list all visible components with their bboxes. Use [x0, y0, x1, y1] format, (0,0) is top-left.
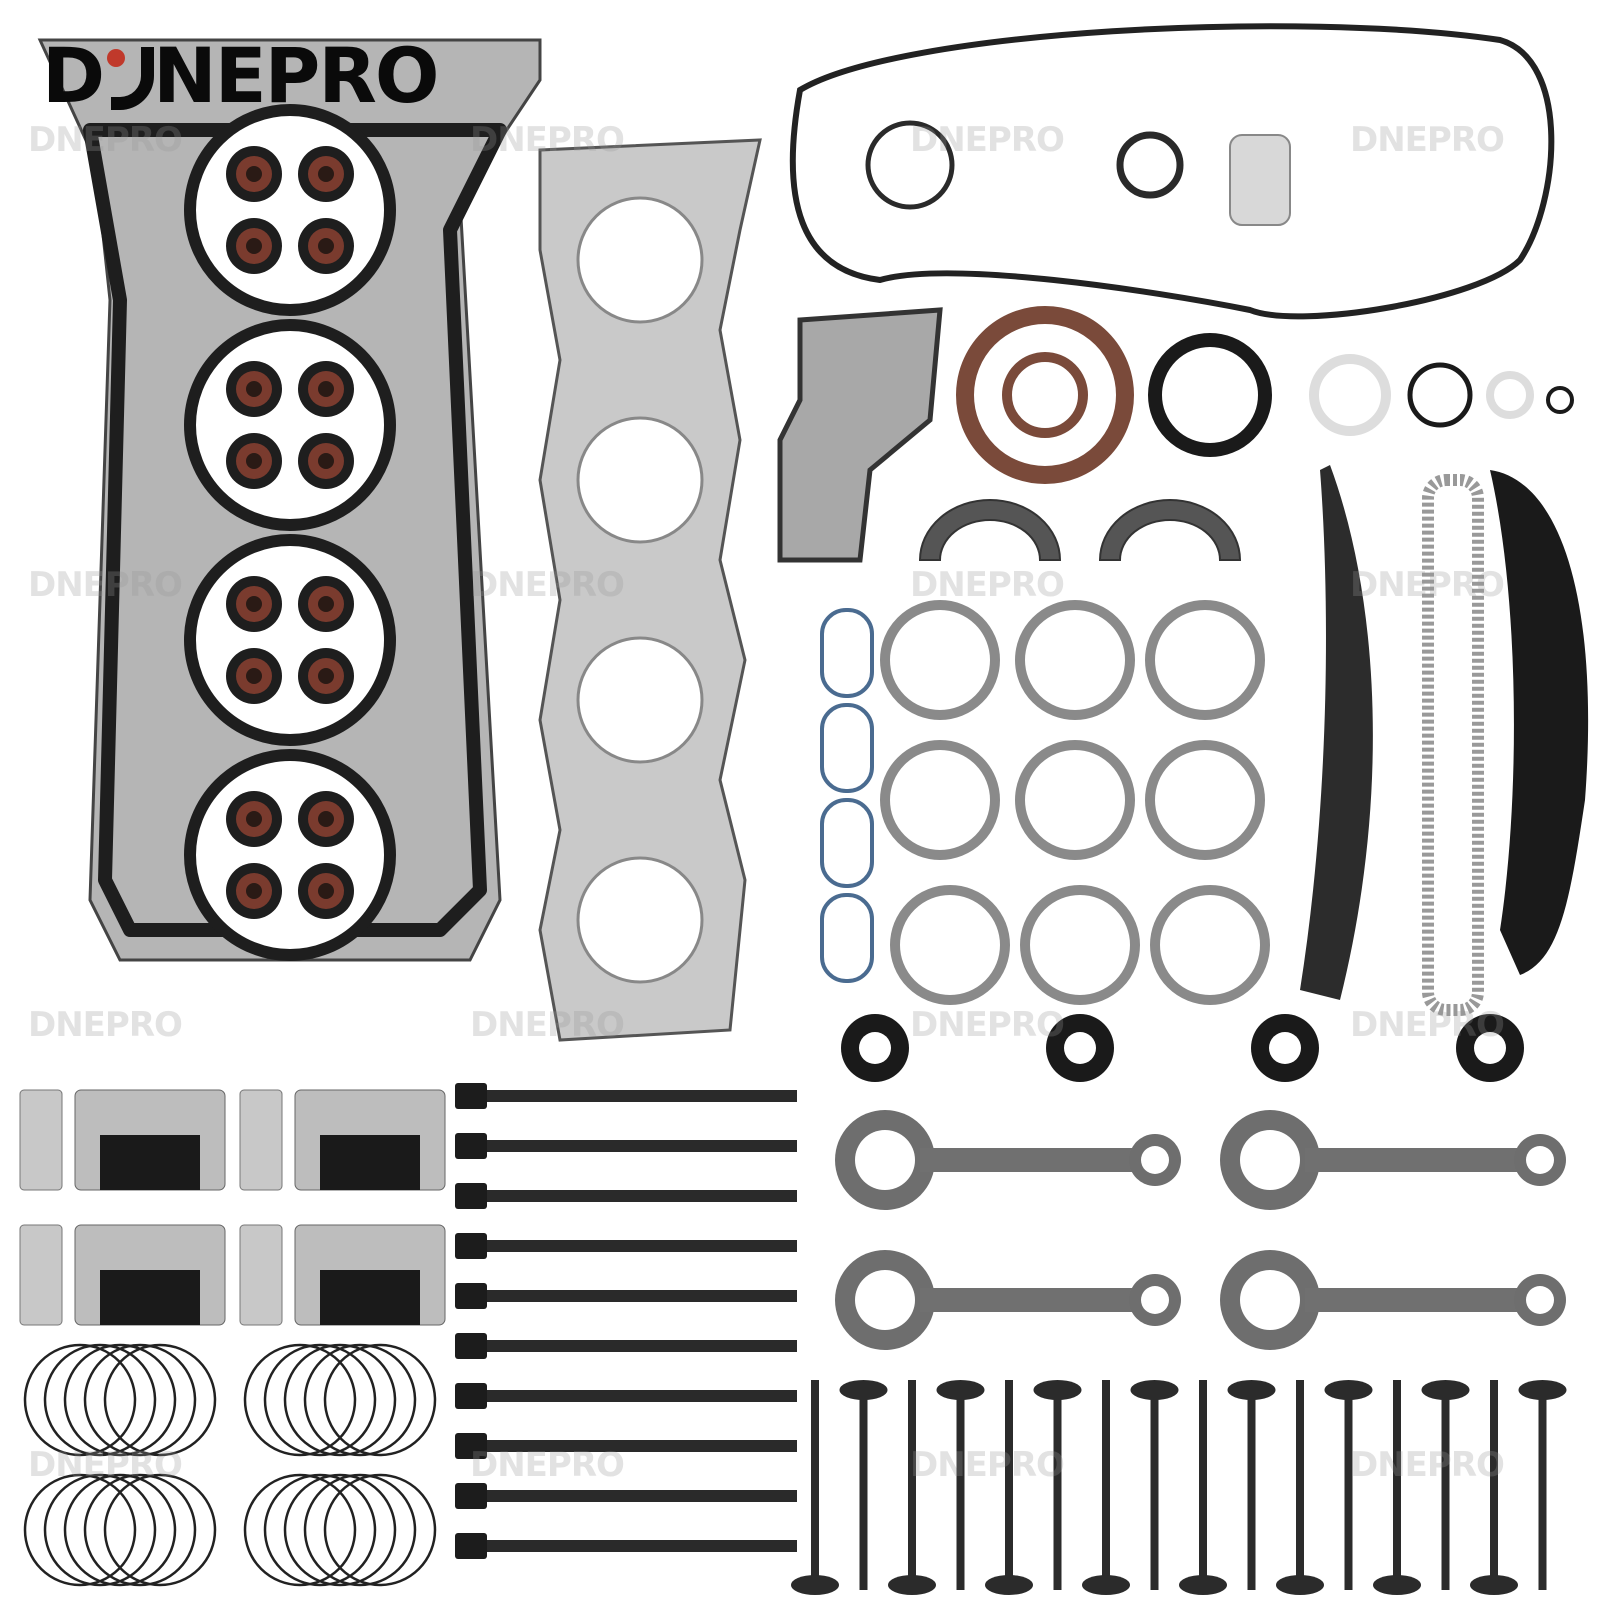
head-bolt [455, 1483, 487, 1509]
valve [908, 1380, 916, 1580]
seal-ring [1407, 362, 1473, 428]
logo-letter-d: D [42, 31, 105, 120]
piston-ring [303, 1473, 417, 1587]
main-bearing [1020, 885, 1140, 1005]
timing-chain [1422, 474, 1484, 1016]
head-bolt [455, 1283, 487, 1309]
piston-ring [43, 1343, 157, 1457]
piston-ring [243, 1343, 357, 1457]
piston-ring [303, 1343, 417, 1457]
intake-gasket [820, 608, 874, 698]
seal-ring [1546, 386, 1574, 414]
piston-ring [263, 1473, 377, 1587]
piston-ring [83, 1473, 197, 1587]
piston-pin [19, 1224, 63, 1326]
piston-ring [323, 1473, 437, 1587]
head-bolt [455, 1333, 487, 1359]
main-bearing [1145, 600, 1265, 720]
timing-chain-tensioner [1229, 134, 1291, 226]
piston-ring [103, 1343, 217, 1457]
main-bearing [1145, 740, 1265, 860]
piston-ring [83, 1343, 197, 1457]
seal-ring [1309, 354, 1391, 436]
head-bolt [455, 1533, 487, 1559]
piston-pin [239, 1224, 283, 1326]
intake-gasket [820, 893, 874, 983]
head-bolt [455, 1133, 487, 1159]
seal-ring [865, 120, 955, 210]
thrust-washer-right [1098, 499, 1242, 561]
head-bolt [455, 1433, 487, 1459]
valve [1393, 1380, 1401, 1580]
piston-ring [63, 1473, 177, 1587]
valve [1296, 1380, 1304, 1580]
main-bearing [1015, 600, 1135, 720]
piston-ring [323, 1343, 437, 1457]
valve [1102, 1380, 1110, 1580]
head-bolt [455, 1383, 487, 1409]
exhaust-port-hole [576, 636, 704, 764]
main-bearing [880, 740, 1000, 860]
main-bearing [880, 600, 1000, 720]
exhaust-port-hole [576, 856, 704, 984]
head-bolt [455, 1233, 487, 1259]
main-bearing [1150, 885, 1270, 1005]
seal-ring [1486, 371, 1534, 419]
exhaust-port-hole [576, 416, 704, 544]
exhaust-manifold-gasket [538, 138, 762, 1042]
brand-logo: D NEPRO [42, 31, 439, 120]
seal-ring [956, 306, 1134, 484]
piston-ring [23, 1473, 137, 1587]
logo-mark-icon [105, 41, 155, 111]
piston-pin [19, 1089, 63, 1191]
valve [1490, 1380, 1498, 1580]
head-bolt [455, 1183, 487, 1209]
valve [1199, 1380, 1207, 1580]
seal-ring [1148, 333, 1272, 457]
piston-ring [243, 1473, 357, 1587]
cylinder-bore [184, 534, 396, 746]
piston-ring [263, 1343, 377, 1457]
logo-letters: NEPRO [153, 31, 439, 120]
tensioner-rail [1490, 470, 1589, 975]
intake-gasket [820, 798, 874, 888]
timing-cover-gasket [789, 23, 1555, 320]
cylinder-bore [184, 104, 396, 316]
piston-ring [283, 1473, 397, 1587]
piston-pin [239, 1089, 283, 1191]
main-bearing [890, 885, 1010, 1005]
intake-gasket [820, 703, 874, 793]
water-pump-gasket [777, 307, 943, 563]
piston-ring [23, 1343, 137, 1457]
cylinder-bore [184, 319, 396, 531]
head-bolt [455, 1083, 487, 1109]
valve [1005, 1380, 1013, 1580]
thrust-washer-left [918, 499, 1062, 561]
chain-guide [1300, 465, 1373, 1000]
valve [811, 1380, 819, 1580]
cylinder-bore [184, 749, 396, 961]
piston-ring [43, 1473, 157, 1587]
main-bearing [1015, 740, 1135, 860]
seal-ring [1002, 352, 1088, 438]
piston-ring [63, 1343, 177, 1457]
piston-ring [283, 1343, 397, 1457]
piston-ring [103, 1473, 217, 1587]
seal-ring [1116, 131, 1184, 199]
exhaust-port-hole [576, 196, 704, 324]
